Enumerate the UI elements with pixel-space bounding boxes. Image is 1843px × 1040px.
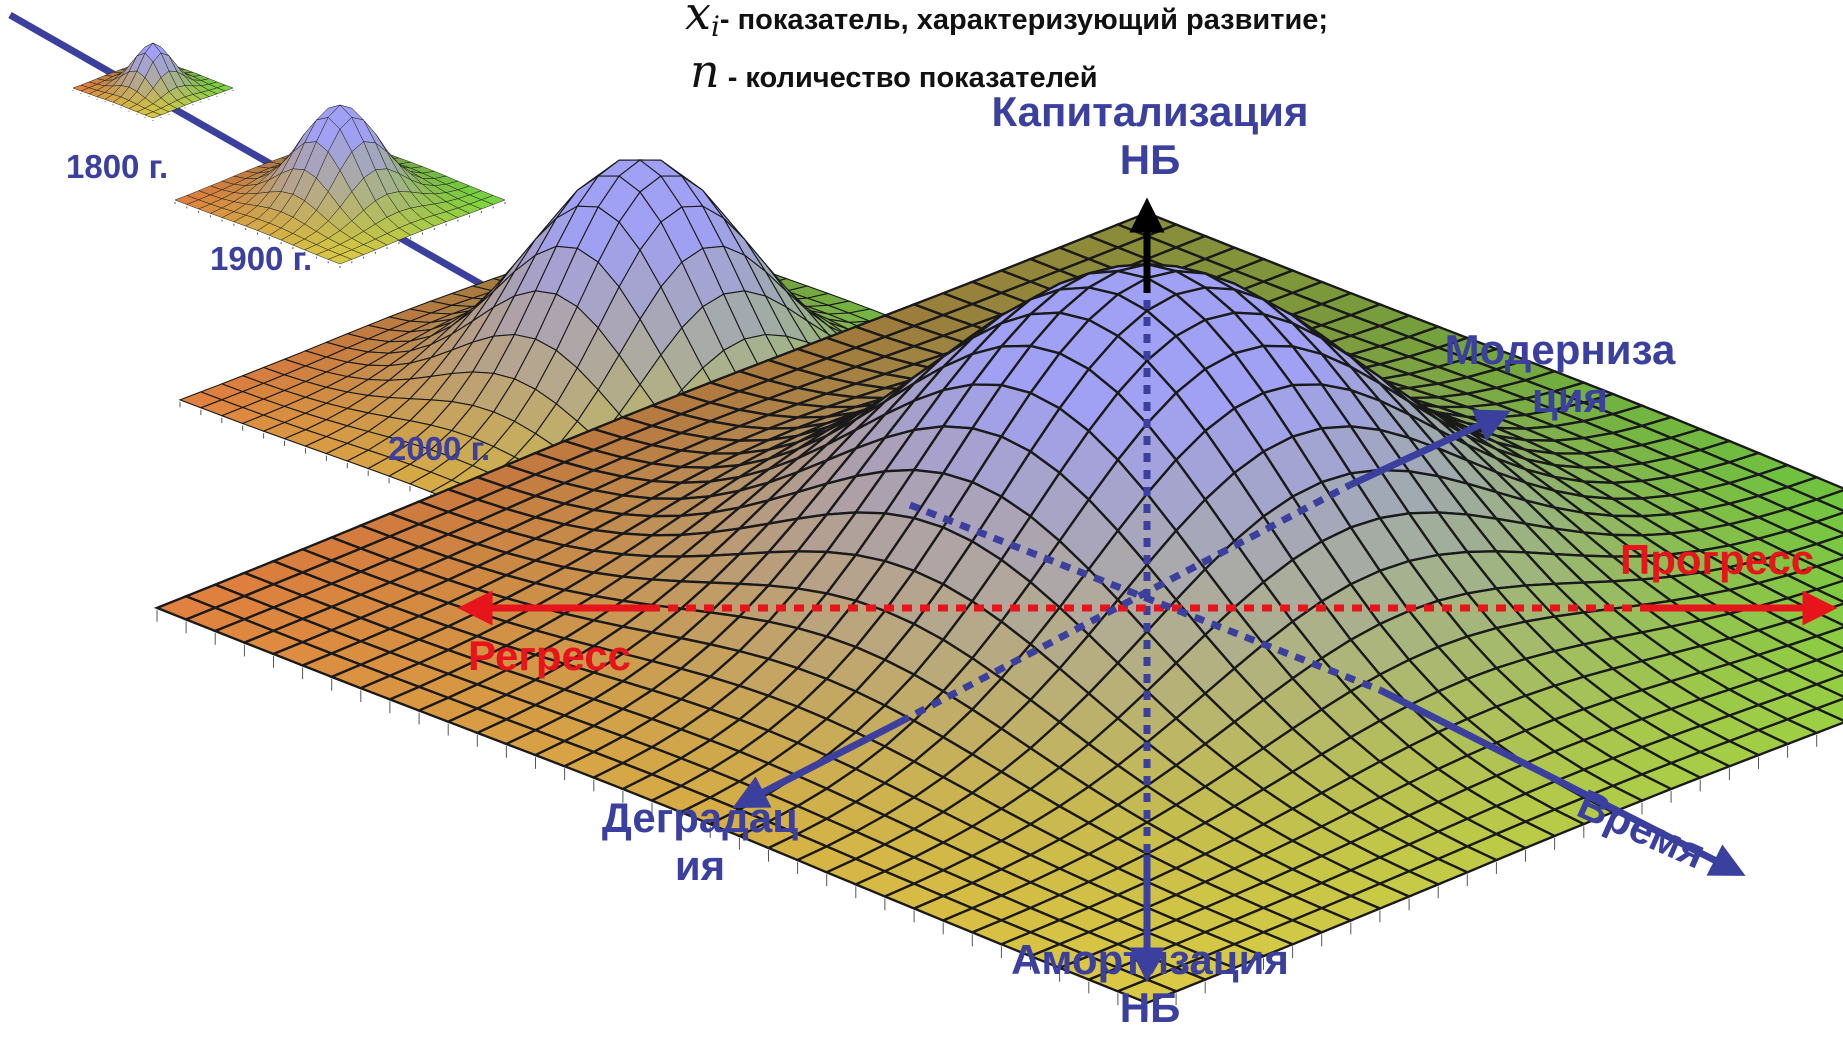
surface-1800 [72,42,234,121]
legend-xi-text: - показатель, характеризующий развитие; [719,4,1329,36]
legend-line-2: n - количество показателей [690,44,1098,98]
mesh-cell [1813,511,1843,535]
label-progress: Прогресс [1620,536,1815,583]
mesh-cell [144,111,162,119]
mesh-cell [1813,556,1843,580]
base-ticks [174,202,506,268]
mesh-cell [1813,489,1843,512]
label-capitalization: Капитализация НБ [960,88,1340,185]
label-degradation: Деградац ия [560,794,840,891]
year-label-1900: 1900 г. [210,240,313,277]
base-ticks [72,90,234,121]
year-label-2000: 2000 г. [388,430,491,467]
mesh-cell [1813,649,1843,674]
surface-1900 [174,104,506,268]
label-amortization-line1: Амортизация [1011,936,1289,983]
mesh-cell [1813,534,1843,558]
legend-line-1: xi- показатель, характеризующий развитие… [685,0,1328,43]
legend-n-text: - количество показателей [727,62,1098,94]
main-axes [457,197,1838,983]
mesh-cell [1114,978,1180,1005]
label-amortization-line2: НБ [1119,984,1181,1032]
mesh-cell [1813,673,1843,698]
label-modernization-line1: Модерниза [1444,326,1676,373]
mesh-cell [1813,626,1843,650]
legend-xi-subscript: i [710,9,720,43]
legend-n-symbol: n [690,44,720,98]
legend-xi-symbol: x [685,0,711,40]
label-capitalization-line1: Капитализация [991,88,1309,135]
mesh-cell [1813,697,1843,722]
year-label-1800: 1800 г. [66,148,169,185]
modernization-arrow [1348,409,1511,489]
base-ticks [156,609,1818,1017]
time-axis-arrow [1378,686,1746,876]
label-regress: Регресс [468,632,631,679]
label-capitalization-line2: НБ [1119,136,1181,184]
modernization-degradation-dotted [898,481,1352,726]
label-modernization: Модерниза ция [1410,326,1710,423]
label-amortization: Амортизация НБ [950,936,1350,1033]
time-axis-dotted [908,501,1382,694]
label-degradation-line1: Деградац [601,794,799,841]
label-degradation-line2: ия [674,842,726,890]
degradation-arrow [732,718,902,808]
label-modernization-line2: ция [1531,374,1609,422]
surface-main [153,211,1843,1017]
mesh-cell [327,254,353,265]
